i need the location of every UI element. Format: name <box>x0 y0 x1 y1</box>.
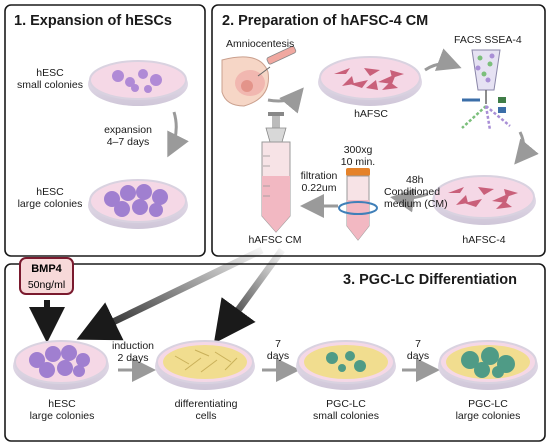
amniocentesis-illustration <box>221 45 297 107</box>
arrow-facs-to-hafsc4 <box>514 131 539 165</box>
dish-differentiating <box>155 340 255 390</box>
dish-hesc-large <box>88 179 188 229</box>
panel-1-title: 1. Expansion of hESCs <box>14 13 172 29</box>
arrow-expansion <box>167 111 189 158</box>
dish-pgc-large <box>438 340 538 390</box>
dish-hafsc <box>318 56 422 106</box>
panel-3-title: 3. PGC-LC Differentiation <box>343 272 518 288</box>
dish-b-hesc-large <box>13 340 109 390</box>
label-hafsc: hAFSC <box>354 108 388 120</box>
panel-2-frame <box>211 4 546 257</box>
dish-hesc-small <box>88 60 188 106</box>
arrow-cm-to-hesc <box>76 246 264 341</box>
panel-1-frame <box>4 4 206 257</box>
centrifuge-tube <box>338 168 378 241</box>
arrow-cm-to-diff <box>213 247 285 344</box>
label-amniocentesis: Amniocentesis <box>226 38 295 50</box>
arrow-hafsc-to-facs <box>424 48 462 72</box>
panel-2-title: 2. Preparation of hAFSC-4 CM <box>222 13 429 29</box>
dish-hafsc4 <box>432 175 536 225</box>
label-facs: FACS SSEA-4 <box>454 34 522 46</box>
label-hafsc4: hAFSC-4 <box>462 234 506 246</box>
dish-pgc-small <box>296 340 396 390</box>
facs-sorter <box>461 49 511 131</box>
label-hafsc-cm: hAFSC CM <box>248 234 302 246</box>
arrow-hafsc4-to-tube <box>390 188 429 213</box>
filter-tube <box>261 112 291 233</box>
arrow-amnio-to-hafsc <box>267 87 304 114</box>
